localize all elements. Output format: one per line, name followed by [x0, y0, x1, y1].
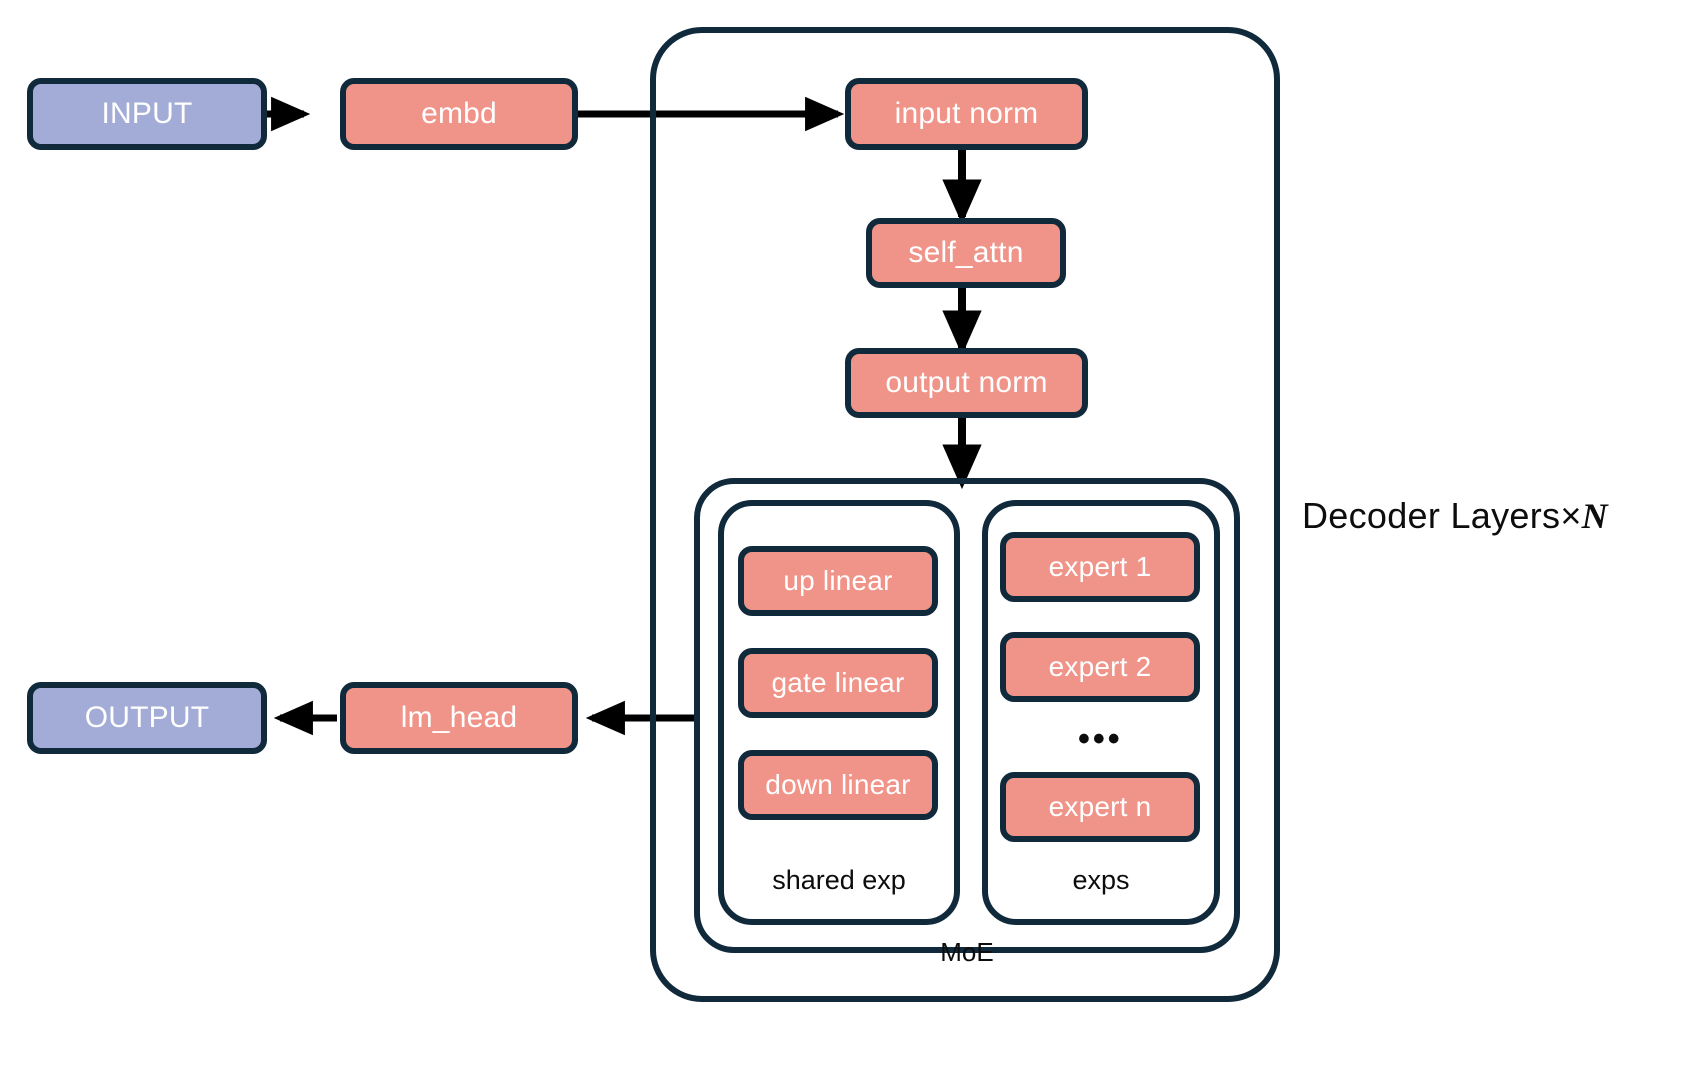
- node-up-linear-label: up linear: [783, 565, 893, 596]
- node-expert-n[interactable]: expert n: [1000, 772, 1200, 842]
- decoder-layers-caption-var: N: [1581, 496, 1608, 536]
- node-input-norm[interactable]: input norm: [845, 78, 1088, 150]
- node-expert-n-label: expert n: [1048, 791, 1152, 822]
- experts-group: [982, 500, 1220, 925]
- node-output-label: OUTPUT: [84, 701, 210, 734]
- node-gate-linear[interactable]: gate linear: [738, 648, 938, 718]
- node-expert-1-label: expert 1: [1048, 551, 1152, 582]
- node-output[interactable]: OUTPUT: [27, 682, 267, 754]
- node-lm-head[interactable]: lm_head: [340, 682, 578, 754]
- node-up-linear[interactable]: up linear: [738, 546, 938, 616]
- node-self-attn-label: self_attn: [908, 236, 1024, 269]
- node-output-norm-label: output norm: [885, 366, 1048, 399]
- shared-exp-caption: shared exp: [772, 865, 906, 895]
- node-expert-2[interactable]: expert 2: [1000, 632, 1200, 702]
- node-input[interactable]: INPUT: [27, 78, 267, 150]
- node-lm-head-label: lm_head: [400, 701, 518, 734]
- exps-caption: exps: [1072, 865, 1130, 895]
- node-expert-2-label: expert 2: [1048, 651, 1152, 682]
- shared-expert-group: [718, 500, 960, 925]
- node-down-linear-label: down linear: [765, 769, 911, 800]
- node-expert-1[interactable]: expert 1: [1000, 532, 1200, 602]
- node-input-norm-label: input norm: [894, 97, 1039, 130]
- decoder-layers-caption: Decoder Layers×N: [1302, 495, 1608, 537]
- experts-ellipsis: •••: [1078, 720, 1123, 758]
- moe-group: [694, 478, 1240, 953]
- node-output-norm[interactable]: output norm: [845, 348, 1088, 418]
- moe-caption: MoE: [940, 937, 994, 967]
- node-self-attn[interactable]: self_attn: [866, 218, 1066, 288]
- node-embd[interactable]: embd: [340, 78, 578, 150]
- node-embd-label: embd: [421, 97, 497, 130]
- node-down-linear[interactable]: down linear: [738, 750, 938, 820]
- decoder-layers-caption-prefix: Decoder Layers×: [1302, 495, 1582, 536]
- node-input-label: INPUT: [101, 97, 193, 130]
- node-gate-linear-label: gate linear: [771, 667, 905, 698]
- decoder-layers-group: [650, 27, 1280, 1002]
